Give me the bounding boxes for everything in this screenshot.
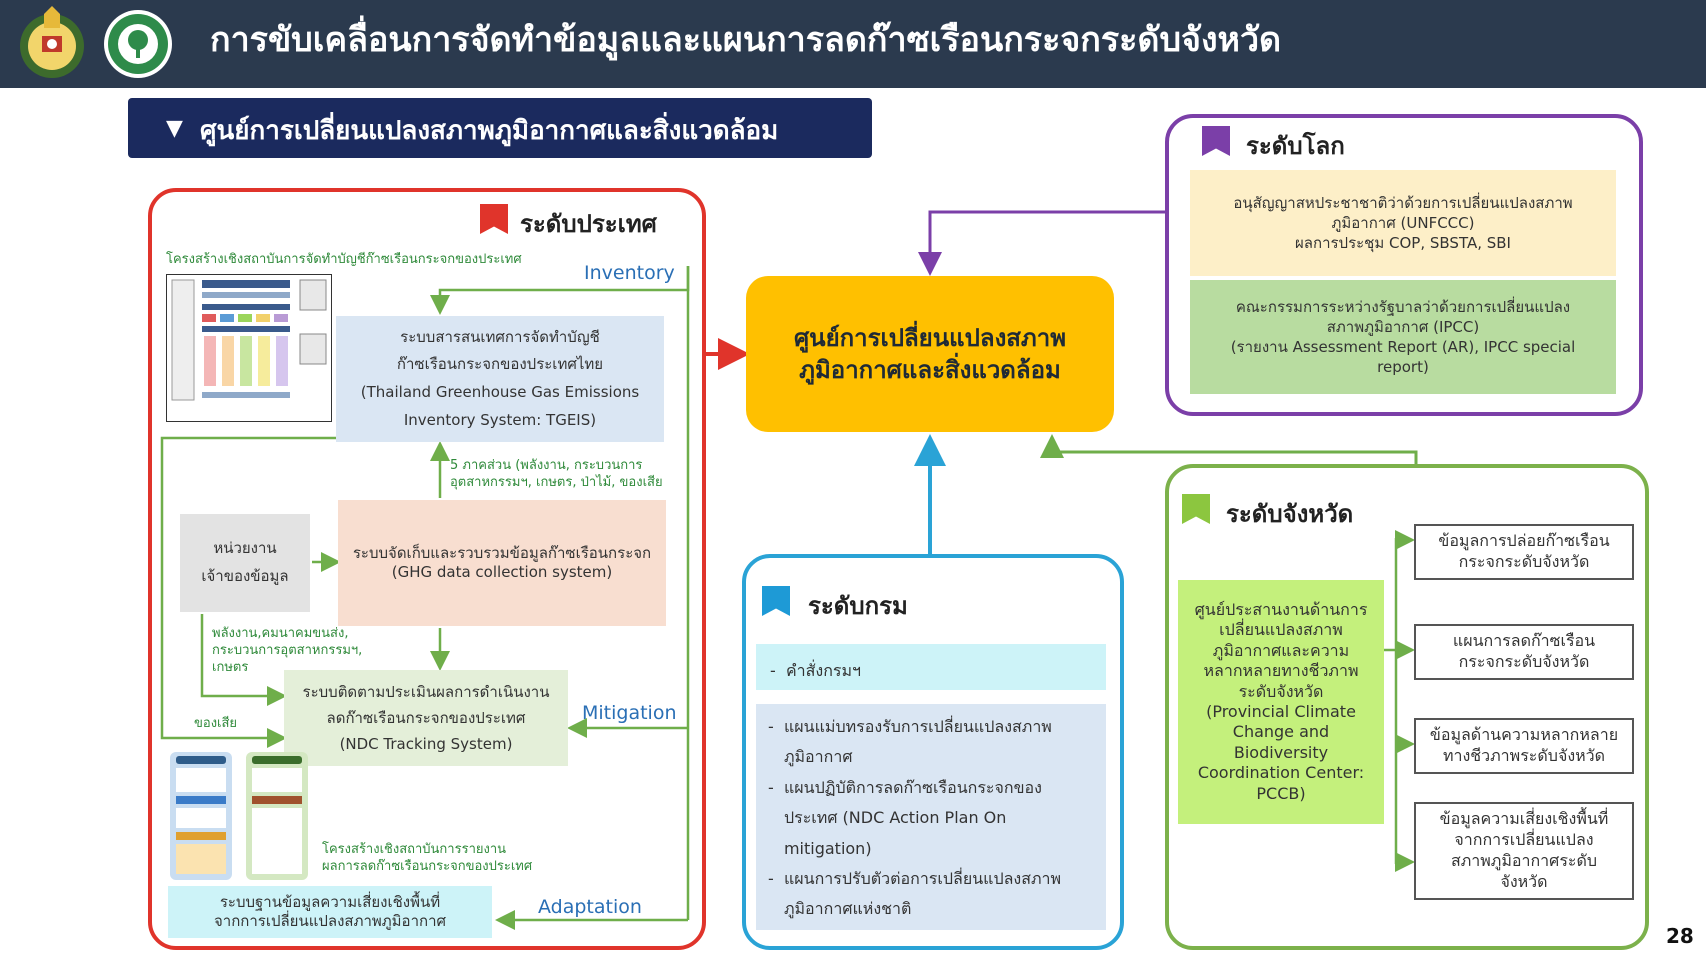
global-level-frame — [1165, 114, 1643, 416]
sectors-note: 5 ภาคส่วน (พลังงาน, กระบวนการ อุตสาหกรรม… — [450, 458, 663, 490]
provincial-output-box: ข้อมูลการปล่อยก๊าซเรือน กระจกระดับจังหวั… — [1414, 524, 1634, 580]
unfccc-box: อนุสัญญาสหประชาชาติว่าด้วยการเปลี่ยนแปลง… — [1190, 170, 1616, 276]
tgeis-system-text: ระบบสารสนเทศการจัดทำบัญชี ก๊าซเรือนกระจก… — [360, 327, 640, 429]
pccb-text: ศูนย์ประสานงานด้านการ เปลี่ยนแปลงสภาพ ภู… — [1194, 599, 1368, 803]
ipcc-box: คณะกรรมการระหว่างรัฐบาลว่าด้วยการเปลี่ยน… — [1190, 280, 1616, 394]
section-banner-title: ศูนย์การเปลี่ยนแปลงสภาพภูมิอากาศและสิ่งแ… — [200, 116, 779, 146]
provincial-output-box: ข้อมูลด้านความหลากหลาย ทางชีวภาพระดับจัง… — [1414, 718, 1634, 774]
report-structure-caption: โครงสร้างเชิงสถาบันการรายงาน ผลการลดก๊าซ… — [322, 842, 533, 874]
risk-database-text: ระบบฐานข้อมูลความเสี่ยงเชิงพื้นที่ จากกา… — [213, 892, 447, 931]
department-level-title: ระดับกรม — [808, 592, 908, 620]
plan-item: - แผนการปรับตัวต่อการเปลี่ยนแปลงสภาพ ภูม… — [768, 864, 1094, 925]
waste-note: ของเสีย — [194, 716, 238, 731]
ipcc-text: คณะกรรมการระหว่างรัฐบาลว่าด้วยการเปลี่ยน… — [1230, 297, 1576, 377]
plan-item-text: แผนการปรับตัวต่อการเปลี่ยนแปลงสภาพ ภูมิอ… — [783, 868, 1062, 919]
adaptation-label: Adaptation — [538, 896, 642, 918]
inventory-org-chart-thumbnail — [166, 274, 332, 422]
department-order-box: - คำสั่งกรมฯ — [756, 644, 1106, 690]
climate-center-title: ศูนย์การเปลี่ยนแปลงสภาพ ภูมิอากาศและสิ่ง… — [793, 323, 1067, 384]
department-emblem-logo — [104, 10, 172, 78]
department-level-frame — [742, 554, 1124, 950]
inventory-structure-caption: โครงสร้างเชิงสถาบันการจัดทำบัญชีก๊าซเรือ… — [166, 252, 522, 267]
plan-item-text: แผนปฏิบัติการลดก๊าซเรือนกระจกของ ประเทศ … — [783, 777, 1042, 858]
ndc-tracking-box: ระบบติดตามประเมินผลการดำเนินงาน ลดก๊าซเร… — [284, 670, 568, 766]
provincial-output-box: แผนการลดก๊าซเรือน กระจกระดับจังหวัด — [1414, 624, 1634, 680]
global-level-title: ระดับโลก — [1246, 132, 1345, 160]
energy-transport-note: พลังงาน,คมนาคมขนส่ง, กระบวนการอุตสาหกรรม… — [212, 626, 363, 675]
ndc-tracking-text: ระบบติดตามประเมินผลการดำเนินงาน ลดก๊าซเร… — [302, 682, 550, 754]
provincial-output-text: ข้อมูลความเสี่ยงเชิงพื้นที่ จากการเปลี่ย… — [1439, 809, 1609, 891]
risk-database-box: ระบบฐานข้อมูลความเสี่ยงเชิงพื้นที่ จากกา… — [168, 886, 492, 938]
page-number: 28 — [1666, 924, 1694, 948]
ghg-collection-text: ระบบจัดเก็บและรวบรวมข้อมูลก๊าซเรือนกระจก… — [352, 543, 652, 582]
provincial-seal-logo — [20, 6, 84, 78]
bullet-dash: - — [768, 777, 784, 797]
unfccc-text: อนุสัญญาสหประชาชาติว่าด้วยการเปลี่ยนแปลง… — [1233, 193, 1573, 253]
plan-item-text: แผนแม่บทรองรับการเปลี่ยนแปลงสภาพ ภูมิอาก… — [783, 717, 1052, 767]
bullet-dash: - — [770, 661, 786, 680]
data-owner-box: หน่วยงาน เจ้าของข้อมูล — [180, 514, 310, 612]
plan-item: - แผนแม่บทรองรับการเปลี่ยนแปลงสภาพ ภูมิอ… — [768, 712, 1094, 773]
bullet-dash: - — [768, 868, 784, 888]
report-structure-thumbnail — [170, 752, 308, 880]
country-level-title: ระดับประเทศ — [520, 210, 657, 238]
data-owner-text: หน่วยงาน เจ้าของข้อมูล — [201, 539, 289, 585]
pccb-box: ศูนย์ประสานงานด้านการ เปลี่ยนแปลงสภาพ ภู… — [1178, 580, 1384, 824]
bullet-dash: - — [768, 717, 784, 736]
mitigation-label: Mitigation — [582, 702, 677, 724]
filter-icon: ▼ — [166, 116, 183, 141]
tgeis-system-box: ระบบสารสนเทศการจัดทำบัญชี ก๊าซเรือนกระจก… — [336, 316, 664, 442]
provincial-level-title: ระดับจังหวัด — [1226, 500, 1354, 528]
header-bar — [0, 0, 1706, 88]
department-plans-box: - แผนแม่บทรองรับการเปลี่ยนแปลงสภาพ ภูมิอ… — [756, 704, 1106, 930]
country-level-frame — [148, 188, 706, 950]
section-banner — [128, 98, 872, 158]
provincial-output-text: ข้อมูลด้านความหลากหลาย ทางชีวภาพระดับจัง… — [1429, 725, 1619, 765]
provincial-output-text: แผนการลดก๊าซเรือน กระจกระดับจังหวัด — [1452, 631, 1596, 671]
provincial-level-frame — [1165, 464, 1649, 950]
provincial-output-text: ข้อมูลการปล่อยก๊าซเรือน กระจกระดับจังหวั… — [1438, 531, 1610, 571]
page-title: การขับเคลื่อนการจัดทำข้อมูลและแผนการลดก๊… — [210, 20, 1282, 60]
provincial-output-box: ข้อมูลความเสี่ยงเชิงพื้นที่ จากการเปลี่ย… — [1414, 802, 1634, 900]
climate-center-box: ศูนย์การเปลี่ยนแปลงสภาพ ภูมิอากาศและสิ่ง… — [746, 276, 1114, 432]
ghg-collection-box: ระบบจัดเก็บและรวบรวมข้อมูลก๊าซเรือนกระจก… — [338, 500, 666, 626]
inventory-label: Inventory — [584, 262, 675, 284]
plan-item: - แผนปฏิบัติการลดก๊าซเรือนกระจกของ ประเท… — [768, 773, 1094, 864]
department-order-text: คำสั่งกรมฯ — [785, 661, 862, 680]
